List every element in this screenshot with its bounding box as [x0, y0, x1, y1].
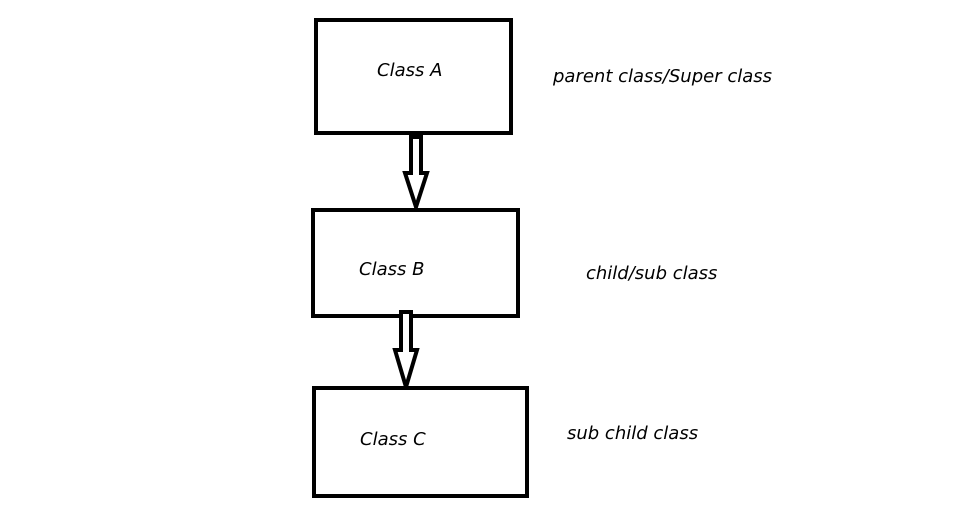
class-a-box [314, 18, 513, 135]
arrow-a-to-b [402, 135, 430, 210]
class-c-label: Class C [360, 429, 426, 450]
class-a-label: Class A [377, 60, 443, 81]
class-c-role-label: sub child class [567, 423, 699, 444]
class-b-box [311, 208, 520, 318]
class-b-label: Class B [359, 259, 425, 280]
class-b-role-label: child/sub class [586, 263, 718, 284]
class-c-box [312, 386, 529, 498]
arrow-b-to-c-shape [392, 310, 420, 390]
class-a-role-label: parent class/Super class [553, 66, 773, 87]
arrow-a-to-b-shape [402, 135, 430, 210]
arrow-b-to-c [392, 310, 420, 390]
